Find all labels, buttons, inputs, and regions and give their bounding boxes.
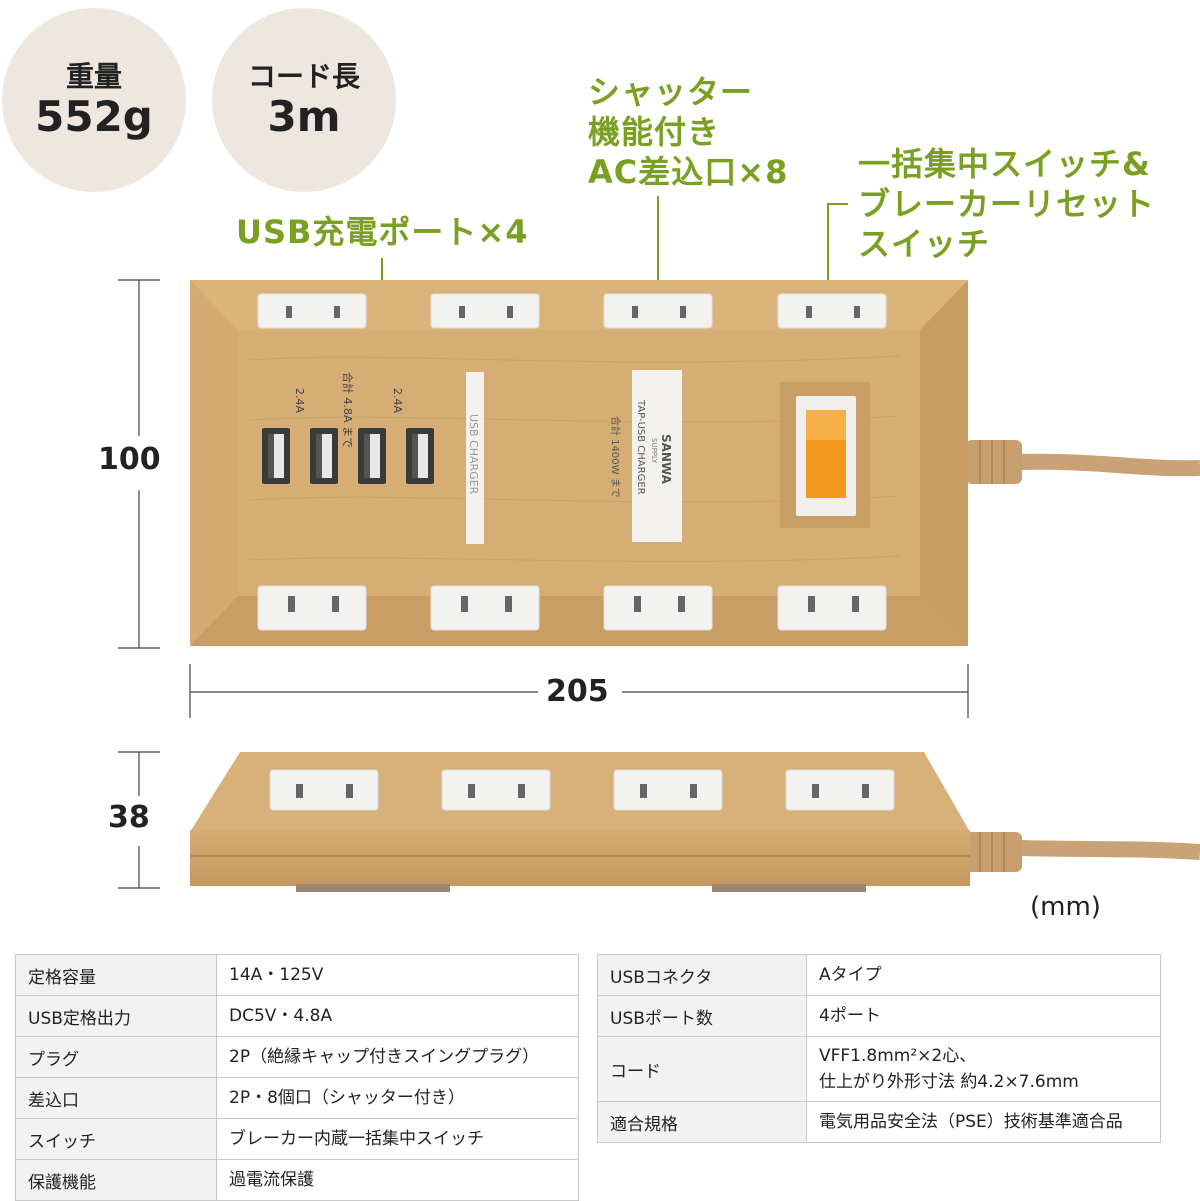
product-name-text: TAP-USB CHARGER xyxy=(635,399,646,495)
spec-value: 2P（絶縁キャップ付きスイングプラグ） xyxy=(216,1036,579,1078)
weight-badge: 重量 552g xyxy=(2,8,186,192)
weight-value: 552g xyxy=(35,91,153,141)
max-watt-text: 合計 1400W まで xyxy=(609,416,622,498)
ac-outlets-top-row xyxy=(257,293,887,329)
power-cord xyxy=(966,440,1200,872)
spec-key: USB定格出力 xyxy=(15,995,217,1037)
cord-length-value: 3m xyxy=(267,91,341,141)
spec-value: Aタイプ xyxy=(806,954,1161,996)
power-strip-top-view: 2.4A 合計 4.8A まで 2.4A USB CHARGER SANWA S… xyxy=(190,280,968,646)
table-row: スイッチブレーカー内蔵一括集中スイッチ xyxy=(15,1118,579,1160)
spec-key: スイッチ xyxy=(15,1118,217,1160)
spec-key: 定格容量 xyxy=(15,954,217,996)
spec-key: コード xyxy=(597,1036,807,1102)
shutter-outlet-callout: シャッター 機能付き AC差込口×8 xyxy=(588,73,789,191)
master-switch xyxy=(780,382,870,528)
usb-amp-left: 2.4A xyxy=(293,388,306,413)
spec-value: 過電流保護 xyxy=(216,1159,579,1201)
spec-value: DC5V・4.8A xyxy=(216,995,579,1037)
height-dimension: 100 xyxy=(98,442,161,477)
spec-value: 4ポート xyxy=(806,995,1161,1037)
brand-sub-text: SUPPLY xyxy=(650,438,658,464)
spec-key: USBポート数 xyxy=(597,995,807,1037)
ac-outlets-bottom-row xyxy=(257,585,887,631)
spec-key: USBコネクタ xyxy=(597,954,807,996)
width-dimension: 205 xyxy=(546,674,609,709)
weight-label: 重量 xyxy=(65,60,122,94)
spec-value: 2P・8個口（シャッター付き） xyxy=(216,1077,579,1119)
cord-length-label: コード長 xyxy=(247,60,360,94)
spec-key: プラグ xyxy=(15,1036,217,1078)
spec-key: 保護機能 xyxy=(15,1159,217,1201)
usb-port-callout: USB充電ポート×4 xyxy=(236,213,529,251)
table-row: 保護機能過電流保護 xyxy=(15,1159,579,1201)
cord-length-badge: コード長 3m xyxy=(212,8,396,192)
table-row: 適合規格電気用品安全法（PSE）技術基準適合品 xyxy=(597,1101,1161,1143)
usb-amp-right: 2.4A xyxy=(391,388,404,413)
unit-label: (mm) xyxy=(1030,892,1101,922)
usb-total-text: 合計 4.8A まで xyxy=(341,372,355,448)
spec-key: 差込口 xyxy=(15,1077,217,1119)
power-strip-side-view xyxy=(190,752,970,892)
switch-callout: 一括集中スイッチ& ブレーカーリセット スイッチ xyxy=(858,145,1156,263)
depth-dimension: 38 xyxy=(108,800,150,835)
spec-key: 適合規格 xyxy=(597,1101,807,1143)
spec-value: ブレーカー内蔵一括集中スイッチ xyxy=(216,1118,579,1160)
spec-value: VFF1.8mm²×2心、 仕上がり外形寸法 約4.2×7.6mm xyxy=(806,1036,1161,1102)
brand-text: SANWA xyxy=(659,434,673,485)
usb-ports xyxy=(262,428,434,484)
spec-value: 14A・125V xyxy=(216,954,579,996)
product-diagram: 2.4A 合計 4.8A まで 2.4A USB CHARGER SANWA S… xyxy=(118,196,1200,892)
usb-charger-label: USB CHARGER xyxy=(467,414,480,495)
dimension-lines xyxy=(118,279,969,889)
spec-value: 電気用品安全法（PSE）技術基準適合品 xyxy=(806,1101,1161,1143)
ac-outlets-side xyxy=(269,769,895,811)
